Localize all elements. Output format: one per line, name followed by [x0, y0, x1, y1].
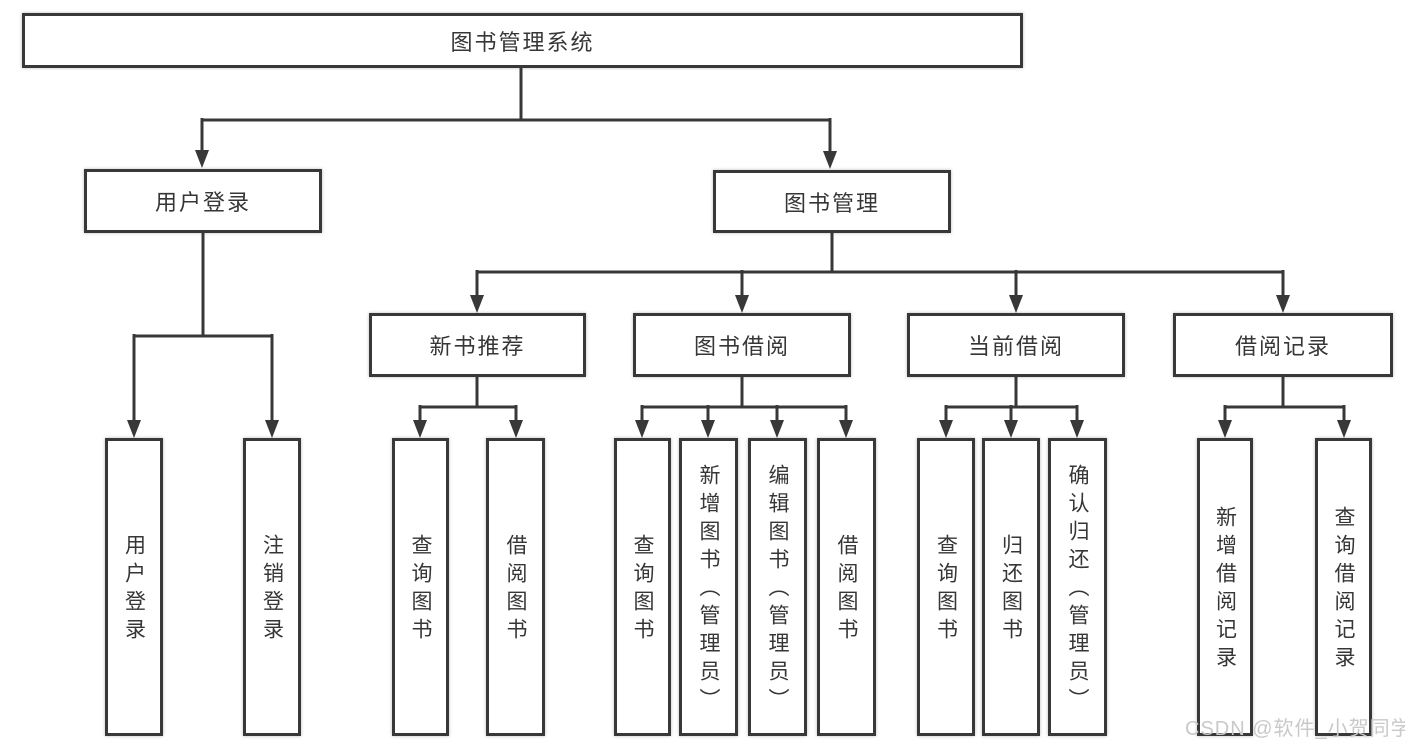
node-current-borrow: 当前借阅: [907, 313, 1125, 377]
leaf-return-books: 归还图书: [982, 438, 1040, 736]
node-borrow-records: 借阅记录: [1173, 313, 1393, 377]
leaf-confirm-return-admin: 确认归还（管理员）: [1048, 438, 1107, 736]
node-new-book-recommend: 新书推荐: [369, 313, 586, 377]
leaf-user-login: 用户登录: [105, 438, 163, 736]
leaf-query-books-borrow: 查询图书: [614, 438, 671, 736]
leaf-query-books-recommend: 查询图书: [392, 438, 449, 736]
node-book-borrow: 图书借阅: [633, 313, 851, 377]
leaf-query-borrow-record: 查询借阅记录: [1315, 438, 1372, 736]
leaf-add-books-admin: 新增图书（管理员）: [679, 438, 738, 736]
node-root: 图书管理系统: [22, 13, 1023, 68]
node-user-login: 用户登录: [84, 169, 322, 233]
node-book-management: 图书管理: [713, 170, 951, 233]
leaf-logout: 注销登录: [243, 438, 301, 736]
csdn-watermark: CSDN @软件_小贺同学: [1185, 718, 1405, 740]
leaf-query-books-current: 查询图书: [917, 438, 975, 736]
leaf-edit-books-admin: 编辑图书（管理员）: [748, 438, 807, 736]
leaf-add-borrow-record: 新增借阅记录: [1197, 438, 1253, 736]
leaf-borrow-books: 借阅图书: [817, 438, 876, 736]
leaf-borrow-books-recommend: 借阅图书: [486, 438, 545, 736]
